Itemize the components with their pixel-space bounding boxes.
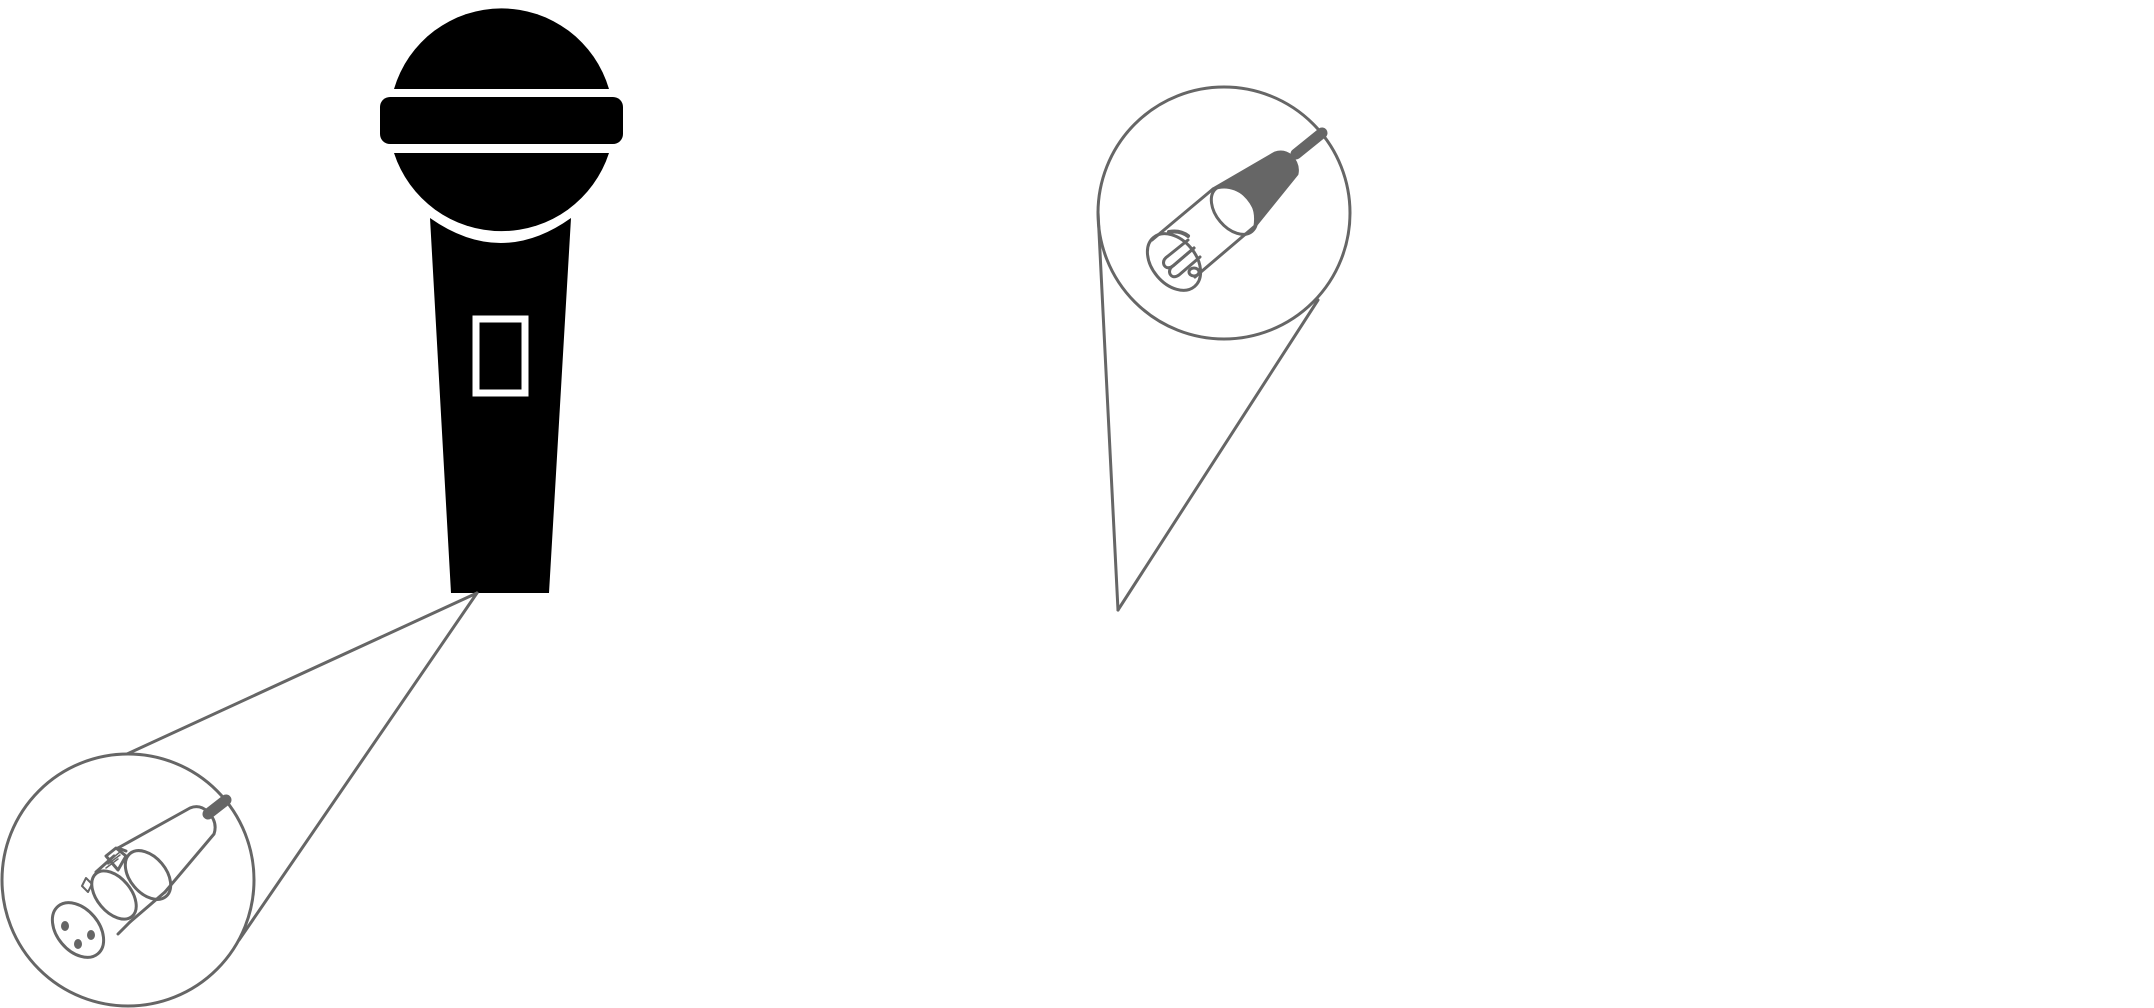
connector-face bbox=[1145, 232, 1203, 292]
callout-pointer-line bbox=[125, 591, 479, 756]
pin-hole bbox=[61, 921, 69, 931]
callout-pointer-line bbox=[237, 591, 479, 942]
cable-icon bbox=[1290, 127, 1328, 160]
callout-xlr-female bbox=[0, 591, 479, 1008]
microphone-grille-top bbox=[394, 8, 609, 89]
connector-face bbox=[50, 901, 106, 959]
callout-pointer-line bbox=[1116, 298, 1320, 612]
xlr-male-connector-icon bbox=[1145, 127, 1328, 292]
microphone-icon bbox=[380, 8, 623, 593]
xlr-female-connector-icon bbox=[50, 794, 232, 959]
callout-magnifier-circle bbox=[0, 752, 256, 1008]
microphone-grille-bottom bbox=[394, 153, 609, 232]
cable-icon bbox=[202, 794, 232, 820]
pin-hole bbox=[74, 939, 82, 949]
pin bbox=[1168, 246, 1202, 279]
microphone-handle bbox=[430, 218, 571, 593]
callout-magnifier-circle bbox=[1096, 85, 1352, 341]
pin bbox=[1187, 266, 1201, 278]
microphone-switch bbox=[472, 315, 529, 397]
pin-hole bbox=[87, 930, 95, 940]
callout-xlr-male bbox=[1096, 85, 1352, 612]
latch-icon bbox=[104, 846, 128, 872]
callout-pointer-line bbox=[1096, 210, 1120, 612]
microphone-grille-band bbox=[380, 97, 623, 144]
